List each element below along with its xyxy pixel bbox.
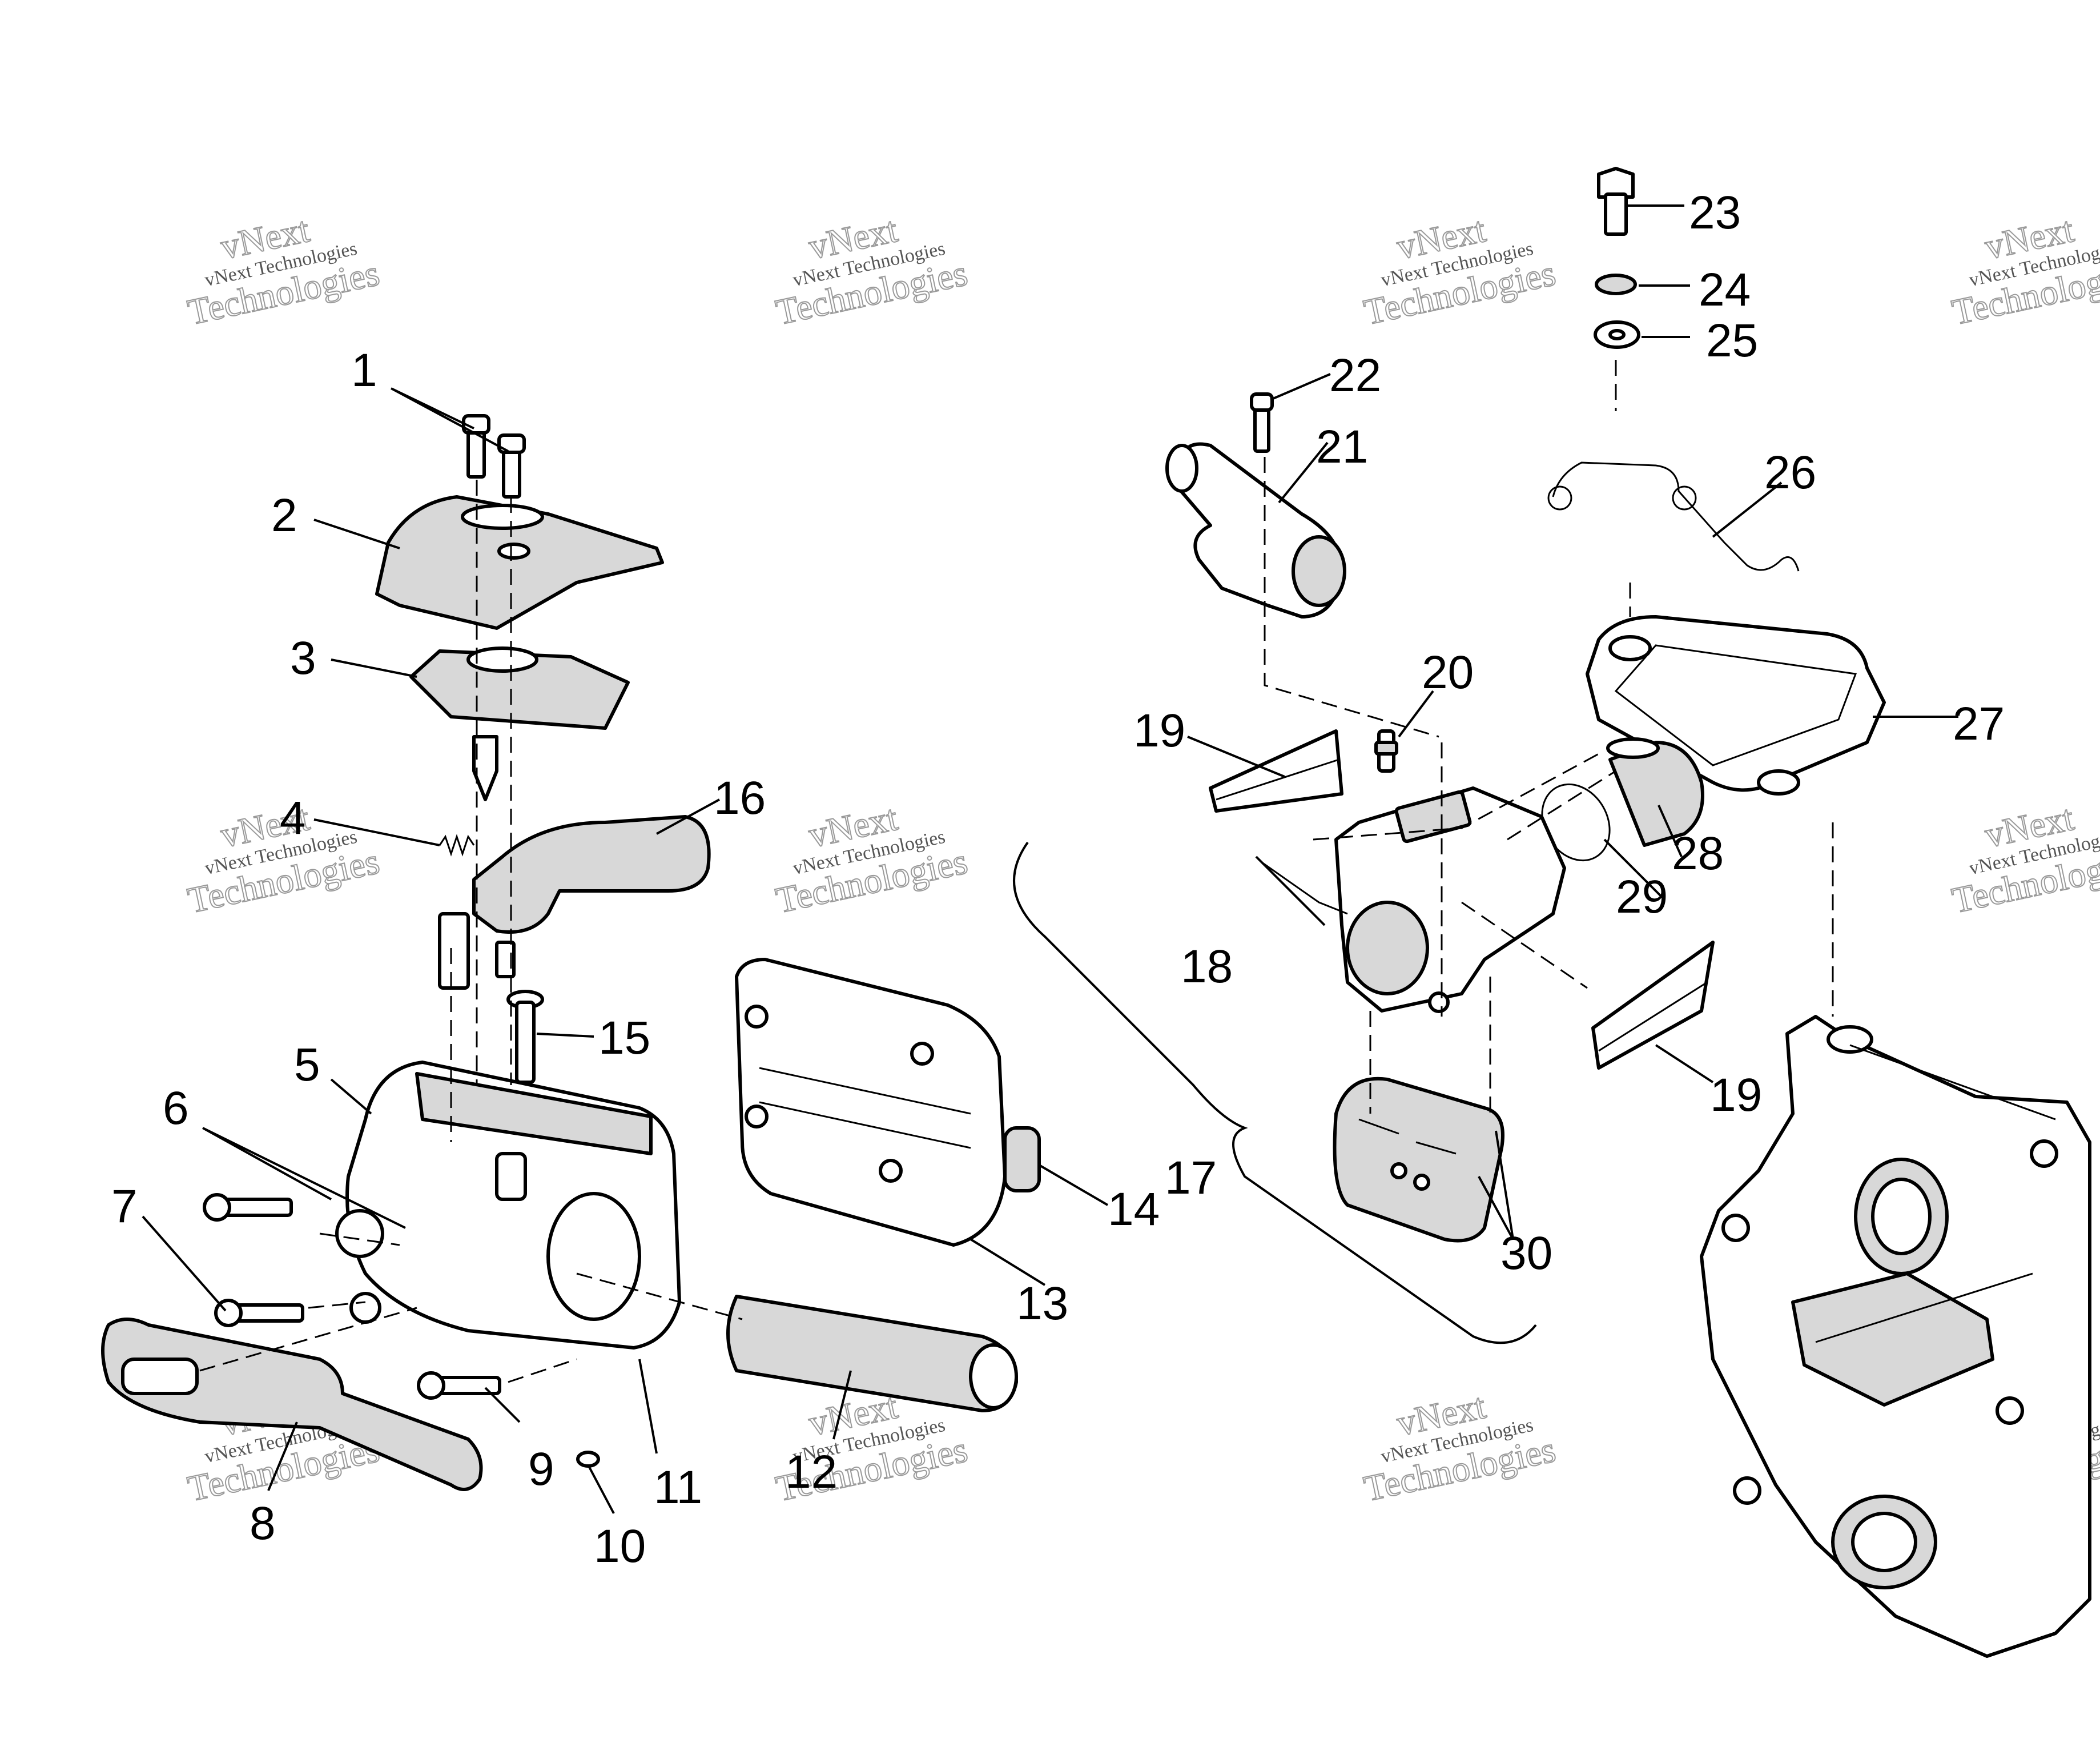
callout-19-upper: 19 bbox=[1133, 705, 1185, 757]
part-12-piston bbox=[726, 1295, 1018, 1412]
callout-30: 30 bbox=[1500, 1227, 1552, 1279]
watermark-4: vNext vNext Technologies Technologies bbox=[1948, 208, 2100, 333]
callout-23: 23 bbox=[1689, 187, 1741, 239]
part-8-lever bbox=[101, 1318, 483, 1491]
callout-24: 24 bbox=[1699, 264, 1751, 316]
watermark-5: vNext vNext Technologies Technologies bbox=[184, 797, 384, 921]
callout-9: 9 bbox=[528, 1443, 554, 1495]
part-18-pin bbox=[1261, 861, 1348, 915]
right-assembly bbox=[1165, 167, 2091, 1658]
part-25-washer bbox=[1594, 320, 1640, 349]
part-21-fitting bbox=[1165, 442, 1346, 619]
part-13-housing bbox=[735, 958, 1007, 1247]
callout-28: 28 bbox=[1672, 828, 1724, 879]
callout-25: 25 bbox=[1706, 315, 1758, 367]
part-22-screw bbox=[1250, 392, 1274, 453]
watermark-1: vNext vNext Technologies Technologies bbox=[184, 208, 384, 333]
part-23-bolt bbox=[1597, 167, 1635, 236]
callout-15: 15 bbox=[598, 1012, 650, 1064]
watermark-6: vNext vNext Technologies Technologies bbox=[772, 797, 972, 921]
callout-14: 14 bbox=[1108, 1183, 1160, 1235]
part-28-piston bbox=[1606, 737, 1704, 847]
callout-20: 20 bbox=[1422, 646, 1474, 698]
part-9-screw bbox=[417, 1371, 501, 1400]
callout-2: 2 bbox=[271, 489, 297, 541]
part-16-lever-bracket bbox=[438, 815, 711, 990]
part-19-shim-upper bbox=[1209, 729, 1343, 813]
part-26-clip bbox=[1547, 461, 1800, 572]
callout-4: 4 bbox=[280, 792, 306, 844]
callout-11: 11 bbox=[654, 1461, 702, 1513]
callout-18: 18 bbox=[1181, 941, 1233, 993]
part-10-washer bbox=[576, 1451, 600, 1468]
callout-1: 1 bbox=[351, 344, 377, 396]
callout-12: 12 bbox=[785, 1446, 837, 1498]
part-15-pin bbox=[506, 990, 544, 1084]
leader-lines bbox=[142, 204, 1958, 1514]
callout-27: 27 bbox=[1953, 698, 2005, 750]
part-5-body bbox=[335, 1061, 681, 1350]
callout-21: 21 bbox=[1316, 421, 1368, 473]
callout-22: 22 bbox=[1329, 350, 1381, 401]
part-20-bleeder bbox=[1374, 729, 1398, 773]
callout-6: 6 bbox=[163, 1082, 189, 1134]
watermark-8: vNext vNext Technologies Technologies bbox=[1948, 797, 2100, 921]
caliper-body bbox=[1334, 786, 1566, 1013]
callout-19-lower: 19 bbox=[1710, 1069, 1762, 1121]
part-7-screw bbox=[214, 1299, 304, 1327]
chaincase-housing bbox=[1700, 1015, 2091, 1658]
part-14-boot bbox=[1003, 1126, 1041, 1192]
part-19-shim-lower bbox=[1591, 941, 1715, 1070]
callout-29: 29 bbox=[1616, 871, 1668, 923]
callout-10: 10 bbox=[594, 1520, 646, 1572]
callout-26: 26 bbox=[1764, 447, 1816, 499]
callout-labels: 1 2 3 4 5 6 7 8 9 10 11 12 13 14 15 16 1… bbox=[111, 187, 2005, 1572]
callout-17: 17 bbox=[1165, 1152, 1217, 1204]
callout-13: 13 bbox=[1016, 1278, 1068, 1330]
part-6-screw bbox=[203, 1193, 293, 1222]
callout-3: 3 bbox=[290, 632, 316, 684]
callout-7: 7 bbox=[111, 1180, 138, 1232]
watermark-11: vNext vNext Technologies Technologies bbox=[1360, 1385, 1560, 1509]
part-30-pads bbox=[1333, 1077, 1504, 1243]
part-2-cover bbox=[375, 495, 664, 630]
part-24-lockwasher bbox=[1595, 274, 1637, 295]
callout-5: 5 bbox=[294, 1039, 320, 1091]
watermark-3: vNext vNext Technologies Technologies bbox=[1360, 208, 1560, 333]
part-3-diaphragm bbox=[409, 646, 630, 801]
part-1-screws bbox=[462, 414, 526, 499]
brace-17 bbox=[1013, 841, 1537, 1344]
part-4-spring bbox=[438, 834, 475, 857]
watermark-2: vNext vNext Technologies Technologies bbox=[772, 208, 972, 333]
callout-8: 8 bbox=[250, 1497, 276, 1549]
left-assembly bbox=[101, 414, 1041, 1491]
callout-16: 16 bbox=[714, 772, 766, 824]
